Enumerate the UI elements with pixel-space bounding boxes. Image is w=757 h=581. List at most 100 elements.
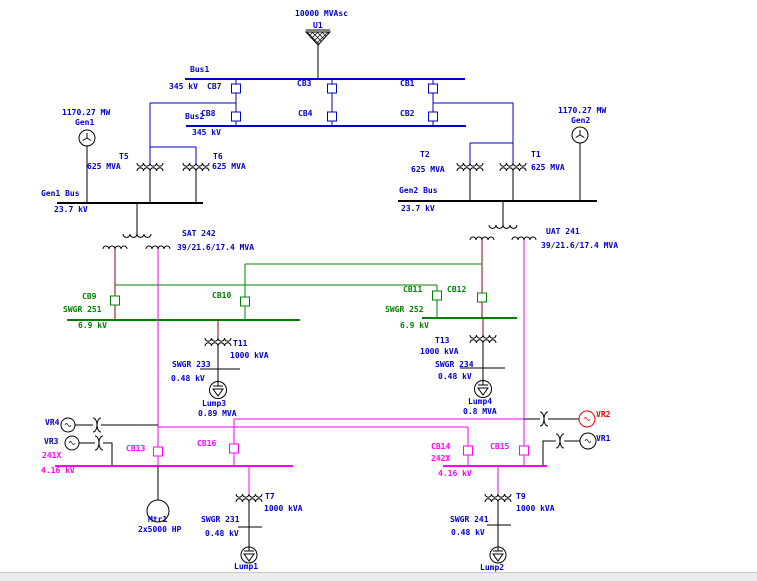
cb3-breaker[interactable] xyxy=(327,83,337,94)
vr2-label: VR2 xyxy=(596,410,611,419)
canvas-bottom-strip xyxy=(0,572,757,581)
utility-name-label: U1 xyxy=(313,21,323,30)
t13-rating-label: 1000 kVA xyxy=(420,347,459,356)
lump4-label: Lump4 xyxy=(468,397,493,406)
bus242x-kv-label: 4.16 kV xyxy=(438,469,472,478)
swgr241-bus-bar[interactable] xyxy=(487,502,511,547)
bus1-kv-label: 345 kV xyxy=(169,82,198,91)
cb11-breaker[interactable] xyxy=(432,290,442,301)
utility-u1-symbol[interactable] xyxy=(304,29,332,79)
lump1-label: Lump1 xyxy=(234,562,259,571)
t9-rating-label: 1000 kVA xyxy=(516,504,555,513)
cb12-breaker[interactable] xyxy=(477,292,487,303)
cb14-label: CB14 xyxy=(431,442,451,451)
cb13-breaker[interactable] xyxy=(153,446,163,457)
cb15-label: CB15 xyxy=(490,442,510,451)
sat242-label: SAT 242 xyxy=(182,229,216,238)
uat241-transformer[interactable] xyxy=(469,201,537,241)
swgr252-label: SWGR 252 xyxy=(385,305,424,314)
t6-transformer[interactable] xyxy=(182,162,210,172)
vr4-regulator[interactable] xyxy=(60,417,158,433)
cb7-breaker[interactable] xyxy=(231,83,241,94)
gen2-symbol[interactable] xyxy=(571,126,589,201)
vr3-regulator[interactable] xyxy=(64,435,113,466)
t1-transformer[interactable] xyxy=(499,162,527,172)
t5-rating-label: 625 MVA xyxy=(87,162,121,171)
cb4-breaker[interactable] xyxy=(327,111,337,122)
uat241-rating-label: 39/21.6/17.4 MVA xyxy=(541,241,619,250)
gen1-rating-label: 1170.27 MW xyxy=(62,108,111,117)
mtr1-label: Mtr1 xyxy=(148,515,168,524)
swgr241-label: SWGR 241 xyxy=(450,515,489,524)
vr1-label: VR1 xyxy=(596,434,611,443)
cb8-label: CB8 xyxy=(201,109,216,118)
cb16-label: CB16 xyxy=(197,439,217,448)
cb7-label: CB7 xyxy=(207,82,222,91)
gen1-bus-kv-label: 23.7 kV xyxy=(54,205,88,214)
cb2-label: CB2 xyxy=(400,109,415,118)
vr3-label: VR3 xyxy=(44,437,59,446)
bus241x-label: 241X xyxy=(42,451,62,460)
t1-rating-label: 625 MVA xyxy=(531,163,565,172)
cb9-breaker[interactable] xyxy=(110,295,120,306)
vr1-regulator[interactable] xyxy=(542,432,597,466)
t2-rating-label: 625 MVA xyxy=(411,165,445,174)
swgr234-label: SWGR 234 xyxy=(435,360,474,369)
lump4-load-symbol[interactable] xyxy=(474,380,492,398)
t5-transformer[interactable] xyxy=(136,162,164,172)
gen1-bus-label: Gen1 Bus xyxy=(41,189,80,198)
t6-rating-label: 625 MVA xyxy=(212,162,246,171)
gen1-label: Gen1 xyxy=(75,118,95,127)
cb14-breaker[interactable] xyxy=(463,445,473,456)
feed-t2-t1 xyxy=(433,102,514,163)
lump4-rating-label: 0.8 MVA xyxy=(463,407,497,416)
cb2-breaker[interactable] xyxy=(428,111,438,122)
lump1-load-symbol[interactable] xyxy=(240,546,258,564)
t6-label: T6 xyxy=(213,152,223,161)
swgr233-bus-bar[interactable] xyxy=(200,346,240,382)
bus2-kv-label: 345 kV xyxy=(192,128,221,137)
cb1-breaker[interactable] xyxy=(428,83,438,94)
lump3-load-symbol[interactable] xyxy=(209,381,227,399)
cb3-label: CB3 xyxy=(297,79,312,88)
swgr233-kv-label: 0.48 kV xyxy=(171,374,205,383)
cb10-label: CB10 xyxy=(212,291,232,300)
t2-transformer[interactable] xyxy=(456,162,484,172)
bus242x-label: 242X xyxy=(431,454,451,463)
t11-label: T11 xyxy=(233,339,248,348)
swgr252-kv-label: 6.9 kV xyxy=(400,321,429,330)
swgr231-bus-bar[interactable] xyxy=(238,502,262,547)
cb9-label: CB9 xyxy=(82,292,97,301)
swgr231-kv-label: 0.48 kV xyxy=(205,529,239,538)
sat242-transformer[interactable] xyxy=(102,203,171,250)
lump3-rating-label: 0.89 MVA xyxy=(198,409,237,418)
gen1-symbol[interactable] xyxy=(78,129,96,203)
swgr241-kv-label: 0.48 kV xyxy=(451,528,485,537)
gen2-bus-label: Gen2 Bus xyxy=(399,186,438,195)
lump2-label: Lump2 xyxy=(480,563,505,572)
lump2-load-symbol[interactable] xyxy=(489,546,507,564)
swgr234-bus-bar[interactable] xyxy=(460,343,505,381)
t11-transformer[interactable] xyxy=(204,337,232,347)
utility-rating-label: 10000 MVAsc xyxy=(295,9,348,18)
t7-label: T7 xyxy=(265,492,275,501)
lump3-label: Lump3 xyxy=(202,399,227,408)
mtr1-rating-label: 2x5000 HP xyxy=(138,525,182,534)
t7-transformer[interactable] xyxy=(235,493,263,503)
vr2-regulator[interactable] xyxy=(524,410,596,428)
t9-transformer[interactable] xyxy=(484,493,512,503)
t5-t6-secondary-drops xyxy=(149,171,197,203)
t9-label: T9 xyxy=(516,492,526,501)
t13-transformer[interactable] xyxy=(469,334,497,344)
cb13-label: CB13 xyxy=(126,444,146,453)
cb16-breaker[interactable] xyxy=(229,443,239,454)
mtr1-motor-symbol[interactable] xyxy=(146,466,170,523)
t11-rating-label: 1000 kVA xyxy=(230,351,269,360)
cb11-label: CB11 xyxy=(403,285,423,294)
cb10-breaker[interactable] xyxy=(240,296,250,307)
cb8-breaker[interactable] xyxy=(231,111,241,122)
cb15-breaker[interactable] xyxy=(519,445,529,456)
cb4-label: CB4 xyxy=(298,109,313,118)
vr4-label: VR4 xyxy=(45,418,60,427)
